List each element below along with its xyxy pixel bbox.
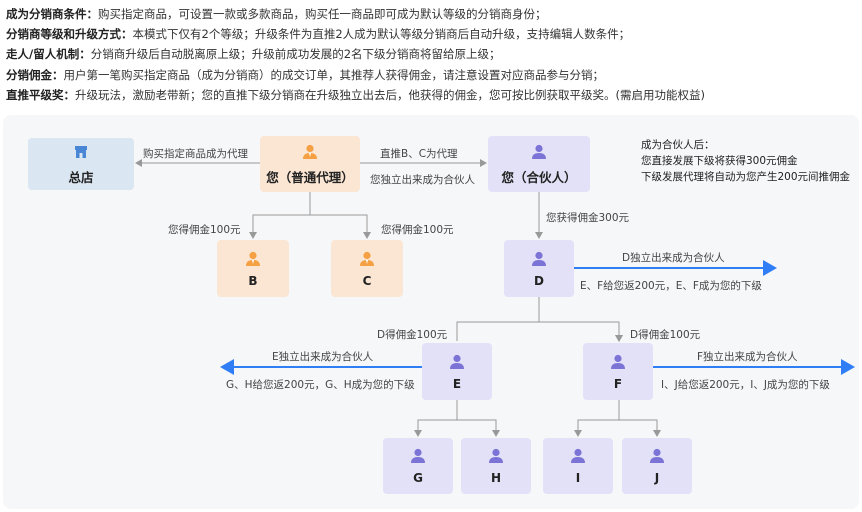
rule-text: 购买指定商品，可设置一款或多款商品，购买任一商品即可成为默认等级的分销商身份； bbox=[98, 7, 547, 21]
store-icon bbox=[75, 145, 87, 158]
partner-icon bbox=[411, 448, 425, 463]
arrow-f-to-ij bbox=[577, 400, 657, 436]
label-direct-bc: 直推B、C为代理 bbox=[380, 148, 458, 160]
node-f: F bbox=[583, 343, 653, 400]
partner-icon bbox=[532, 251, 546, 266]
node-you-partner: 您（合伙人） bbox=[488, 136, 590, 192]
node-label: J bbox=[654, 471, 660, 485]
node-label: H bbox=[490, 471, 502, 485]
partner-icon bbox=[450, 354, 464, 369]
arrow-d-to-e bbox=[456, 321, 623, 342]
node-label: G bbox=[413, 471, 423, 485]
node-label: I bbox=[575, 471, 581, 485]
node-label: B bbox=[248, 273, 258, 288]
node-h: H bbox=[461, 438, 531, 494]
rules-list: 成为分销商条件：购买指定商品，可设置一款或多款商品，购买任一商品即可成为默认等级… bbox=[6, 4, 858, 105]
node-label: F bbox=[613, 376, 623, 391]
arrow-agent-to-c bbox=[310, 214, 371, 239]
rule-item: 分销商等级和升级方式：本模式下仅有2个等级；升级条件为直推2人成为默认等级分销商… bbox=[6, 24, 858, 44]
label-d-ef-return: E、F给您返200元，E、F成为您的下级 bbox=[580, 280, 762, 292]
label-e-independent: E独立出来成为合伙人 bbox=[272, 351, 374, 363]
node-label: C bbox=[362, 273, 372, 288]
node-c: C bbox=[331, 240, 403, 297]
rule-text: 分销商升级后自动脱离原上级；升级前成功发展的2名下级分销商将留给原上级； bbox=[90, 47, 501, 62]
note-title: 成为合伙人后： bbox=[641, 139, 715, 151]
label-d-commission-e: D得佣金100元 bbox=[377, 329, 448, 341]
partner-icon bbox=[489, 448, 503, 463]
rule-title: 分销商等级和升级方式： bbox=[6, 27, 133, 42]
agent-icon bbox=[303, 144, 317, 159]
partner-icon bbox=[611, 354, 625, 369]
label-commission-b: 您得佣金100元 bbox=[168, 224, 241, 236]
label-d-commission-f: D得佣金100元 bbox=[630, 329, 701, 341]
arrow-agent-to-b bbox=[249, 192, 311, 239]
node-store: 总店 bbox=[28, 138, 134, 190]
node-label: 您（普通代理） bbox=[266, 169, 354, 185]
node-label: 您（合伙人） bbox=[501, 169, 577, 185]
rule-item: 成为分销商条件：购买指定商品，可设置一款或多款商品，购买任一商品即可成为默认等级… bbox=[6, 4, 858, 24]
rule-item: 走人/留人机制：分销商升级后自动脱离原上级；升级前成功发展的2名下级分销商将留给… bbox=[6, 44, 858, 64]
label-f-ij-return: I、J给您返200元，I、J成为您的下级 bbox=[661, 379, 830, 391]
partner-icon bbox=[532, 144, 546, 159]
node-label: D bbox=[534, 273, 544, 288]
rule-text: 用户第一笔购买指定商品（成为分销商）的成交订单，其推荐人获得佣金，请注意设置对应… bbox=[63, 67, 605, 82]
partner-note: 成为合伙人后： 您直接发展下级将获得300元佣金 下级发展代理将自动为您产生20… bbox=[641, 137, 850, 185]
rule-title: 直推平级奖： bbox=[6, 87, 75, 102]
rule-item: 直推平级奖：升级玩法，激励老带新；您的直推下级分销商在升级独立出去后，他获得的佣… bbox=[6, 85, 858, 105]
rule-title: 分销佣金： bbox=[6, 67, 64, 82]
node-j: J bbox=[622, 438, 692, 494]
node-label: E bbox=[452, 376, 462, 391]
agent-icon bbox=[360, 251, 374, 266]
rule-item: 分销佣金：用户第一笔购买指定商品（成为分销商）的成交订单，其推荐人获得佣金，请注… bbox=[6, 65, 858, 85]
partner-icon bbox=[571, 448, 585, 463]
rule-title: 走人/留人机制： bbox=[6, 47, 91, 62]
partner-icon bbox=[650, 448, 664, 463]
label-buy-to-agent: 购买指定商品成为代理 bbox=[143, 148, 248, 160]
note-line: 下级发展代理将自动为您产生200元间推佣金 bbox=[641, 171, 851, 183]
label-d-independent: D独立出来成为合伙人 bbox=[622, 252, 725, 264]
label-commission-c: 您得佣金100元 bbox=[381, 224, 454, 236]
rule-title: 成为分销商条件： bbox=[6, 7, 98, 21]
node-e: E bbox=[422, 343, 492, 400]
agent-icon bbox=[246, 251, 260, 266]
node-i: I bbox=[543, 438, 613, 494]
node-label: 总店 bbox=[68, 169, 94, 185]
node-b: B bbox=[217, 240, 289, 297]
node-you-agent: 您（普通代理） bbox=[260, 136, 360, 192]
arrow-e-to-gh bbox=[417, 400, 496, 436]
rule-text: 升级玩法，激励老带新；您的直推下级分销商在升级独立出去后，他获得的佣金，您可按比… bbox=[75, 87, 705, 102]
node-d: D bbox=[504, 240, 574, 297]
note-line: 您直接发展下级将获得300元佣金 bbox=[641, 155, 798, 167]
rule-text: 本模式下仅有2个等级；升级条件为直推2人成为默认等级分销商后自动升级，支持编辑人… bbox=[132, 27, 631, 42]
label-become-partner: 您独立出来成为合伙人 bbox=[370, 174, 475, 186]
label-commission-d: 您获得佣金300元 bbox=[546, 212, 630, 224]
node-g: G bbox=[383, 438, 453, 494]
label-f-independent: F独立出来成为合伙人 bbox=[697, 351, 798, 363]
label-e-gh-return: G、H给您返200元，G、H成为您的下级 bbox=[226, 379, 415, 391]
